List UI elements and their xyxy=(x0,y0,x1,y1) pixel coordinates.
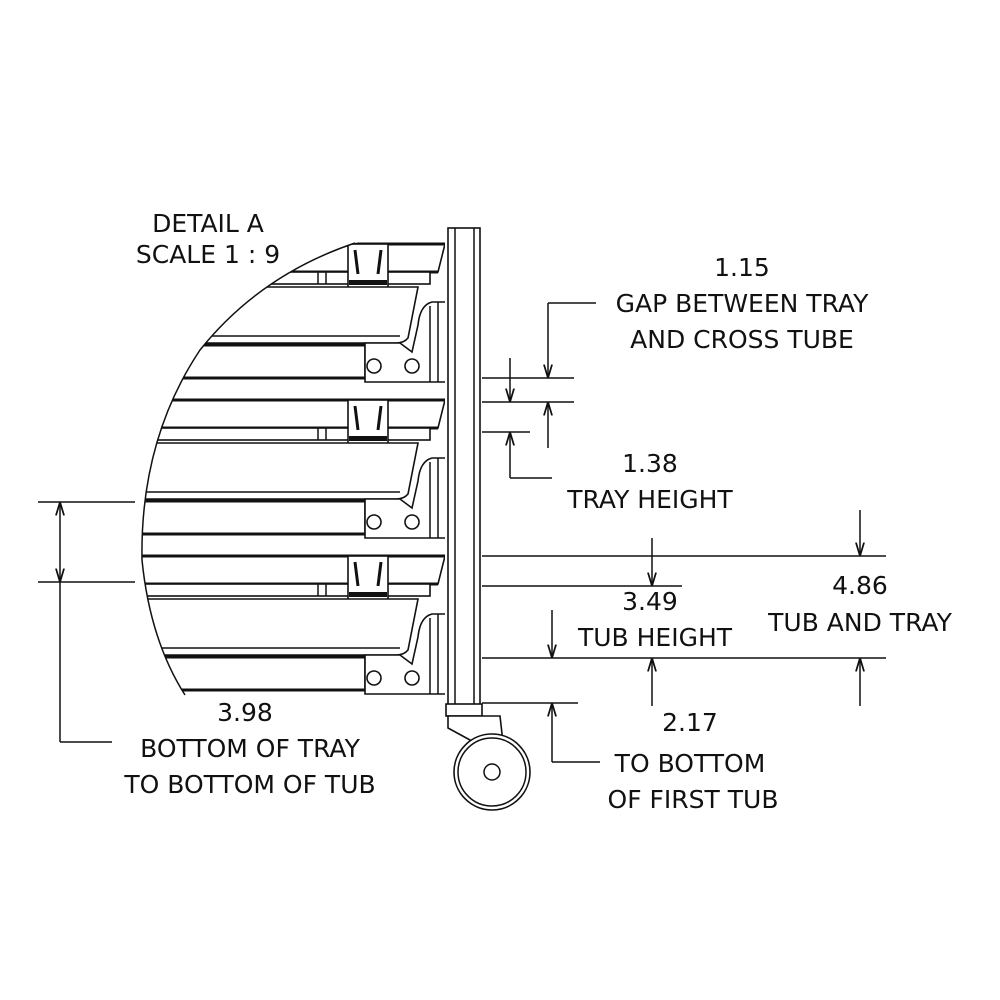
cart-post xyxy=(447,227,481,707)
first-tub-label-1: TO BOTTOM xyxy=(614,749,766,778)
detail-scale: SCALE 1 : 9 xyxy=(136,240,280,269)
tray-to-tub-value: 3.98 xyxy=(217,698,273,727)
gap-label-2: AND CROSS TUBE xyxy=(630,325,854,354)
tray-tub-unit xyxy=(141,554,445,695)
tub xyxy=(141,286,419,344)
dimension-first-tub: 2.17 TO BOTTOM OF FIRST TUB xyxy=(482,610,778,814)
dimension-tray-to-tub: 3.98 BOTTOM OF TRAY TO BOTTOM OF TUB xyxy=(38,501,376,799)
roller xyxy=(366,358,382,374)
first-tub-label-2: OF FIRST TUB xyxy=(608,785,779,814)
detail-boundary xyxy=(141,242,356,696)
roller xyxy=(404,514,420,530)
tub-height-label: TUB HEIGHT xyxy=(577,623,733,652)
tub xyxy=(141,598,419,656)
tub-bracket xyxy=(364,613,445,695)
tray-height-label: TRAY HEIGHT xyxy=(566,485,733,514)
dimension-tub-and-tray: 4.86 TUB AND TRAY xyxy=(482,510,953,706)
dimension-gap: 1.15 GAP BETWEEN TRAY AND CROSS TUBE xyxy=(482,253,869,448)
tray-to-tub-label-2: TO BOTTOM OF TUB xyxy=(123,770,375,799)
tub-bracket xyxy=(364,301,445,383)
tray xyxy=(141,399,445,429)
caster-wheel xyxy=(445,703,531,811)
gap-value: 1.15 xyxy=(714,253,770,282)
tray xyxy=(141,555,445,585)
cart-detail xyxy=(141,242,445,695)
tub-and-tray-value: 4.86 xyxy=(832,571,888,600)
dimension-tray-height: 1.38 TRAY HEIGHT xyxy=(482,358,733,514)
tray-to-tub-label-1: BOTTOM OF TRAY xyxy=(140,734,360,763)
roller xyxy=(404,670,420,686)
tub xyxy=(141,442,419,500)
tub-and-tray-label: TUB AND TRAY xyxy=(767,608,952,637)
roller xyxy=(366,514,382,530)
gap-label-1: GAP BETWEEN TRAY xyxy=(616,289,869,318)
roller xyxy=(366,670,382,686)
dimension-tub-height: 3.49 TUB HEIGHT xyxy=(482,538,733,706)
roller xyxy=(404,358,420,374)
first-tub-value: 2.17 xyxy=(662,708,718,737)
tray-tub-unit xyxy=(141,398,445,539)
detail-title: DETAIL A xyxy=(152,209,264,238)
tub-height-value: 3.49 xyxy=(622,587,678,616)
tray-height-value: 1.38 xyxy=(622,449,678,478)
tub-bracket xyxy=(364,457,445,539)
